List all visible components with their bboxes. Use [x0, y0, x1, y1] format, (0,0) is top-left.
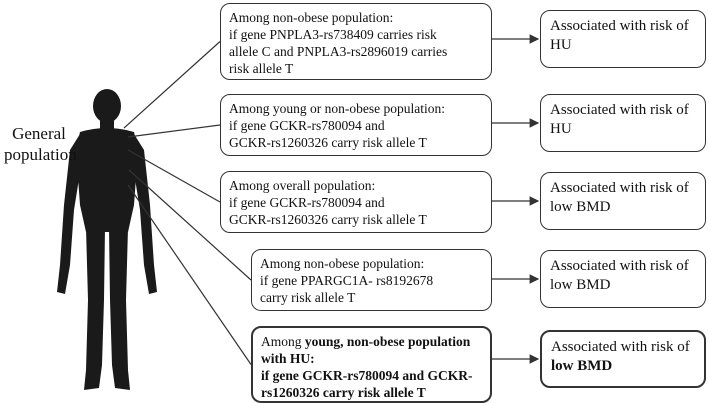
- condition-text-line: risk allele T: [229, 60, 483, 77]
- condition-box: Among non-obese population: if gene PPARG…: [251, 249, 492, 311]
- condition-text-run: Among overall population:: [229, 178, 376, 193]
- outcome-text-run: low BMD: [550, 277, 611, 293]
- condition-text-line: if gene PPARGC1A- rs8192678: [260, 272, 483, 289]
- condition-text-run: rs1260326 carry risk allele T: [261, 385, 426, 400]
- condition-text-run: with HU:: [261, 351, 315, 366]
- connector-lines: [123, 34, 540, 365]
- condition-text-line: Among non-obese population:: [229, 9, 483, 26]
- outcome-text-line: low BMD: [550, 276, 697, 295]
- condition-text-run: risk allele T: [229, 61, 294, 76]
- outcome-text-run: HU: [550, 37, 572, 53]
- outcome-text-line: HU: [550, 36, 697, 55]
- condition-text-line: if gene GCKR-rs780094 and: [229, 117, 483, 134]
- population-label-line: population: [4, 145, 77, 164]
- condition-text-line: carry risk allele T: [260, 289, 483, 306]
- outcome-text-line: low BMD: [551, 357, 696, 376]
- condition-text-run: if gene GCKR-rs780094 and: [229, 195, 385, 210]
- condition-text-run: carry risk allele T: [260, 290, 356, 305]
- condition-text-line: with HU:: [261, 350, 482, 367]
- person-silhouette-icon: [57, 89, 157, 390]
- outcome-text-run: Associated with risk of: [550, 102, 689, 118]
- outcome-text-line: Associated with risk of: [550, 179, 697, 198]
- condition-text-run: Among non-obese population:: [260, 256, 425, 271]
- condition-text-run: if gene GCKR-rs780094 and GCKR-: [261, 368, 473, 383]
- outcome-box: Associated with risk of low BMD: [540, 250, 706, 308]
- condition-text-run: if gene PNPLA3-rs738409 carries risk: [229, 27, 437, 42]
- outcome-text-run: HU: [550, 121, 572, 137]
- condition-text-line: Among overall population:: [229, 177, 483, 194]
- outcome-text-line: Associated with risk of: [550, 101, 697, 120]
- condition-text-run: Among non-obese population:: [229, 10, 394, 25]
- population-connector: [127, 124, 221, 138]
- condition-text-line: Among young or non-obese population:: [229, 100, 483, 117]
- condition-text-run: Among young or non-obese population:: [229, 101, 445, 116]
- population-label-line: General: [12, 124, 66, 143]
- outcome-text-run: Associated with risk of: [551, 339, 690, 355]
- outcome-text-line: Associated with risk of: [551, 338, 696, 357]
- condition-text-line: Among young, non-obese population: [261, 333, 482, 350]
- condition-text-line: if gene GCKR-rs780094 and GCKR-: [261, 367, 482, 384]
- condition-text-line: GCKR-rs1260326 carry risk allele T: [229, 211, 483, 228]
- condition-text-line: if gene PNPLA3-rs738409 carries risk: [229, 26, 483, 43]
- condition-text-run: if gene GCKR-rs780094 and: [229, 118, 385, 133]
- outcome-box: Associated with risk of HU: [540, 10, 706, 68]
- outcome-text-line: HU: [550, 120, 697, 139]
- outcome-text-run: Associated with risk of: [550, 180, 689, 196]
- condition-text-line: if gene GCKR-rs780094 and: [229, 194, 483, 211]
- outcome-text-run: low BMD: [551, 358, 613, 374]
- outcome-box: Associated with risk of low BMD: [540, 172, 706, 230]
- population-connector: [127, 149, 221, 203]
- outcome-text-run: Associated with risk of: [550, 258, 689, 274]
- condition-text-run: GCKR-rs1260326 carry risk allele T: [229, 135, 427, 150]
- condition-text-run: young, non-obese population: [304, 334, 471, 349]
- population-connector: [123, 41, 221, 129]
- outcome-box: Associated with risk of low BMD: [540, 330, 706, 388]
- condition-text-run: if gene PPARGC1A- rs8192678: [260, 273, 434, 288]
- condition-text-run: GCKR-rs1260326 carry risk allele T: [229, 212, 427, 227]
- condition-box: Among non-obese population: if gene PNPLA…: [220, 3, 492, 80]
- outcome-text-line: low BMD: [550, 198, 697, 217]
- outcome-text-run: low BMD: [550, 199, 611, 215]
- outcome-text-line: Associated with risk of: [550, 257, 697, 276]
- outcome-text-run: Associated with risk of: [550, 18, 689, 34]
- condition-text-run: Among: [261, 334, 305, 349]
- condition-text-line: rs1260326 carry risk allele T: [261, 384, 482, 401]
- condition-text-line: allele C and PNPLA3-rs2896019 carries: [229, 43, 483, 60]
- outcome-text-line: Associated with risk of: [550, 17, 697, 36]
- population-label: General population: [4, 123, 77, 165]
- condition-text-run: allele C and PNPLA3-rs2896019 carries: [229, 44, 448, 59]
- population-connector: [127, 184, 252, 365]
- outcome-box: Associated with risk of HU: [540, 94, 706, 152]
- population-connector: [128, 169, 252, 281]
- condition-box: Among young or non-obese population: if g…: [220, 94, 492, 156]
- condition-text-line: Among non-obese population:: [260, 255, 483, 272]
- condition-box: Among overall population: if gene GCKR-rs…: [220, 171, 492, 233]
- condition-text-line: GCKR-rs1260326 carry risk allele T: [229, 134, 483, 151]
